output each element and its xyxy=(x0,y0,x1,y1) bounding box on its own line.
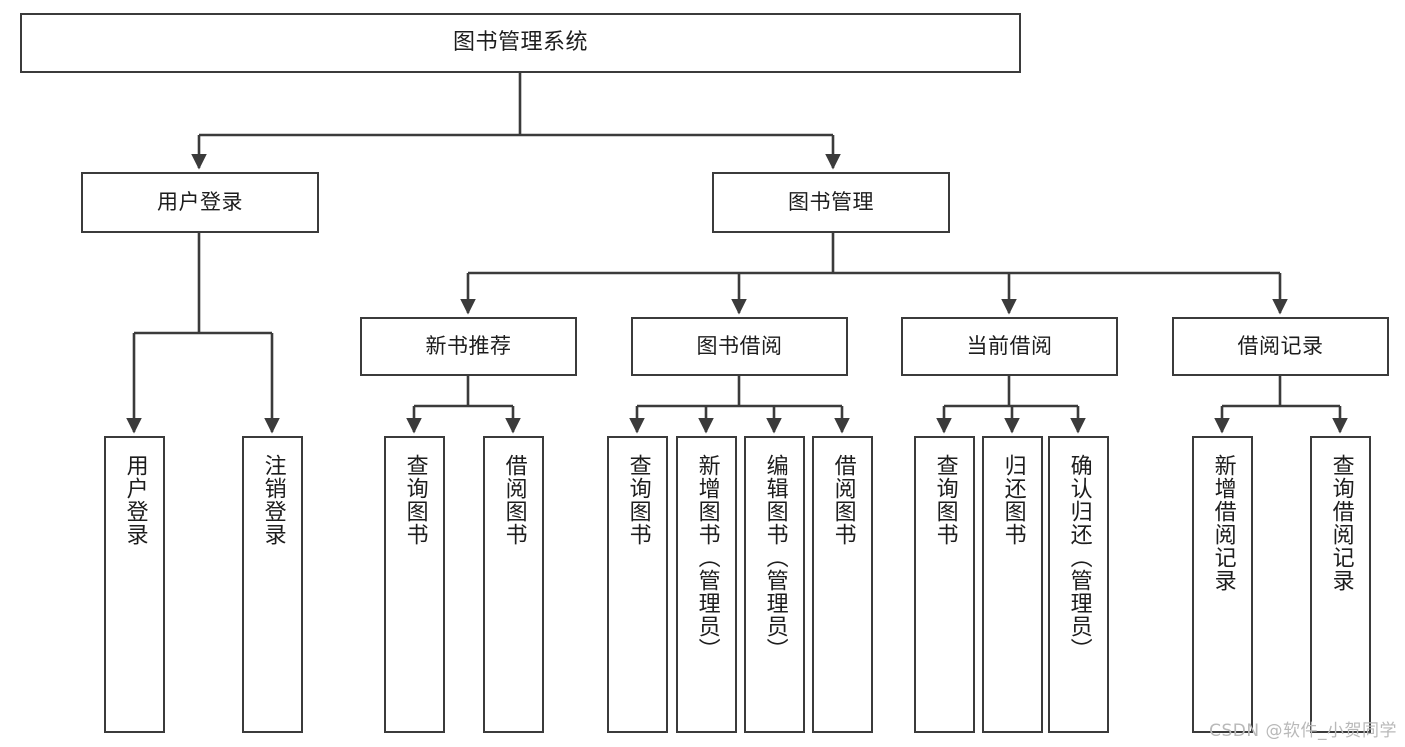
node-leaf-query-book-3-label: 查询图书 xyxy=(932,454,958,546)
node-leaf-borrow-book-1[interactable]: 借阅图书 xyxy=(483,436,544,733)
node-user-login[interactable]: 用户登录 xyxy=(81,172,319,233)
node-leaf-user-logout[interactable]: 注销登录 xyxy=(242,436,303,733)
node-leaf-return-book-label: 归还图书 xyxy=(1000,454,1026,546)
node-current-borrow[interactable]: 当前借阅 xyxy=(901,317,1118,376)
node-new-book-recommend-label: 新书推荐 xyxy=(425,334,512,359)
node-leaf-query-record[interactable]: 查询借阅记录 xyxy=(1310,436,1371,733)
node-new-book-recommend[interactable]: 新书推荐 xyxy=(360,317,577,376)
node-book-manage[interactable]: 图书管理 xyxy=(712,172,950,233)
node-book-borrow-label: 图书借阅 xyxy=(696,334,783,359)
node-leaf-add-book[interactable]: 新增图书（管理员） xyxy=(676,436,737,733)
node-borrow-record-label: 借阅记录 xyxy=(1237,334,1324,359)
node-leaf-return-book[interactable]: 归还图书 xyxy=(982,436,1043,733)
node-leaf-borrow-book-2-label: 借阅图书 xyxy=(830,454,856,546)
node-leaf-query-book-3[interactable]: 查询图书 xyxy=(914,436,975,733)
node-book-manage-label: 图书管理 xyxy=(788,190,874,215)
node-leaf-edit-book-label: 编辑图书（管理员） xyxy=(762,454,788,661)
node-leaf-query-record-label: 查询借阅记录 xyxy=(1328,454,1354,592)
node-leaf-user-login[interactable]: 用户登录 xyxy=(104,436,165,733)
node-root-label: 图书管理系统 xyxy=(452,30,588,56)
node-leaf-add-record[interactable]: 新增借阅记录 xyxy=(1192,436,1253,733)
node-leaf-confirm-return-label: 确认归还（管理员） xyxy=(1066,454,1092,661)
node-leaf-edit-book[interactable]: 编辑图书（管理员） xyxy=(744,436,805,733)
node-root[interactable]: 图书管理系统 xyxy=(20,13,1021,73)
node-leaf-user-logout-label: 注销登录 xyxy=(260,454,286,546)
node-leaf-add-book-label: 新增图书（管理员） xyxy=(694,454,720,661)
node-leaf-add-record-label: 新增借阅记录 xyxy=(1210,454,1236,592)
node-leaf-query-book-2-label: 查询图书 xyxy=(625,454,651,546)
node-leaf-query-book-1[interactable]: 查询图书 xyxy=(384,436,445,733)
node-leaf-borrow-book-1-label: 借阅图书 xyxy=(501,454,527,546)
node-user-login-label: 用户登录 xyxy=(157,190,243,215)
node-borrow-record[interactable]: 借阅记录 xyxy=(1172,317,1389,376)
node-leaf-borrow-book-2[interactable]: 借阅图书 xyxy=(812,436,873,733)
csdn-watermark: CSDN @软件_小贺同学 xyxy=(1209,721,1397,741)
node-leaf-confirm-return[interactable]: 确认归还（管理员） xyxy=(1048,436,1109,733)
node-leaf-user-login-label: 用户登录 xyxy=(122,454,148,546)
node-book-borrow[interactable]: 图书借阅 xyxy=(631,317,848,376)
node-leaf-query-book-1-label: 查询图书 xyxy=(402,454,428,546)
node-current-borrow-label: 当前借阅 xyxy=(966,334,1053,359)
node-leaf-query-book-2[interactable]: 查询图书 xyxy=(607,436,668,733)
